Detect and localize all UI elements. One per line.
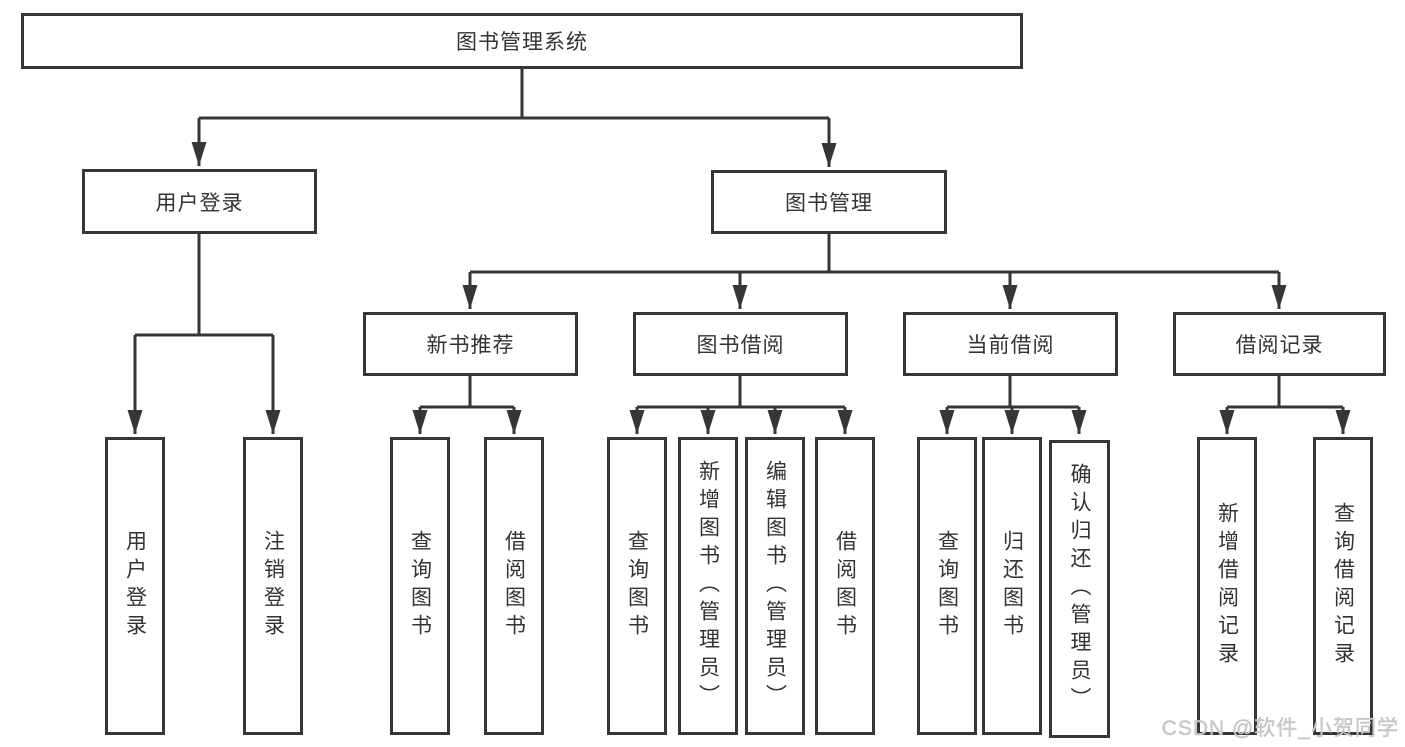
- leaf-label: 查询图书: [935, 530, 959, 642]
- leaf-label: 新增图书（管理员）: [696, 460, 720, 712]
- leaf-borrow-query-book: 查询图书: [607, 437, 667, 735]
- leaf-label: 借阅图书: [502, 530, 526, 642]
- node-book-borrow: 图书借阅: [633, 312, 848, 376]
- leaf-logout: 注销登录: [243, 437, 303, 735]
- leaf-borrow-add-book-admin: 新增图书（管理员）: [678, 437, 738, 735]
- leaf-label: 查询借阅记录: [1331, 502, 1355, 670]
- leaf-label: 归还图书: [1000, 530, 1024, 642]
- leaf-recommend-borrow-book: 借阅图书: [484, 437, 544, 735]
- leaf-label: 用户登录: [123, 530, 147, 642]
- leaf-label: 编辑图书（管理员）: [763, 460, 787, 712]
- leaf-borrow-borrow-book: 借阅图书: [815, 437, 875, 735]
- leaf-label: 新增借阅记录: [1215, 502, 1239, 670]
- leaf-current-return-book: 归还图书: [982, 437, 1042, 735]
- leaf-label: 注销登录: [261, 530, 285, 642]
- leaf-user-login: 用户登录: [105, 437, 165, 735]
- node-user-login: 用户登录: [82, 169, 317, 234]
- node-root-system: 图书管理系统: [21, 13, 1023, 69]
- leaf-label: 查询图书: [625, 530, 649, 642]
- node-current-borrow: 当前借阅: [903, 312, 1118, 376]
- node-borrow-records: 借阅记录: [1173, 312, 1386, 376]
- csdn-watermark: CSDN @软件_小贺同学: [1161, 717, 1399, 740]
- leaf-borrow-edit-book-admin: 编辑图书（管理员）: [745, 437, 805, 735]
- leaf-label: 确认归还（管理员）: [1068, 463, 1091, 715]
- leaf-current-query-book: 查询图书: [917, 437, 977, 735]
- leaf-records-add-record: 新增借阅记录: [1197, 437, 1257, 735]
- node-book-management: 图书管理: [711, 170, 947, 234]
- leaf-current-confirm-return-admin: 确认归还（管理员）: [1049, 440, 1110, 738]
- leaf-label: 借阅图书: [833, 530, 857, 642]
- leaf-label: 查询图书: [408, 530, 432, 642]
- leaf-recommend-query-book: 查询图书: [390, 437, 450, 735]
- leaf-records-query-record: 查询借阅记录: [1313, 437, 1373, 735]
- node-new-book-recommend: 新书推荐: [363, 312, 578, 376]
